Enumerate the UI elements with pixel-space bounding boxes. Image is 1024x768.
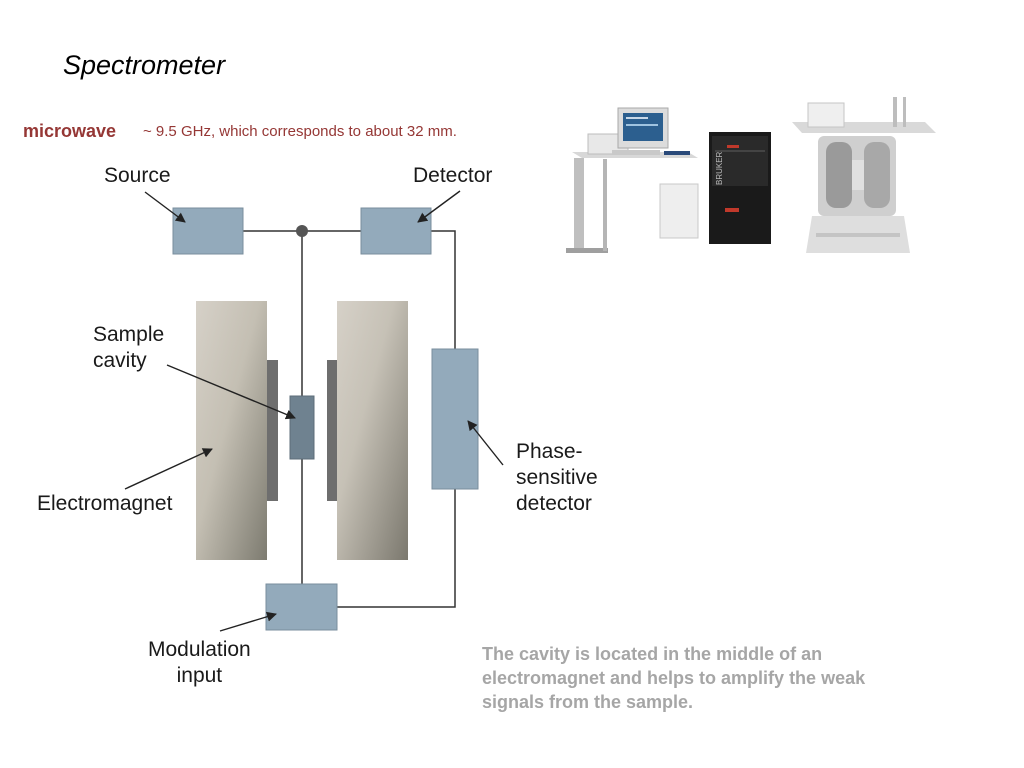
modulation-arrow — [219, 611, 277, 632]
cavity-note: The cavity is located in the middle of a… — [482, 644, 866, 712]
source-label: Source — [104, 164, 171, 187]
computer-desk-illustration — [566, 107, 699, 253]
modulation-input-box — [265, 583, 338, 631]
source-arrow — [144, 191, 186, 223]
sample-cavity-label: Sample cavity — [93, 322, 164, 374]
modulation-input-label: Modulation input — [148, 637, 251, 689]
sample-cavity-line-1: Sample — [93, 323, 165, 346]
source-box — [172, 207, 244, 255]
detector-arrow — [417, 190, 461, 223]
electromagnet-label: Electromagnet — [37, 492, 173, 515]
detector-box — [360, 207, 432, 255]
waveguide-junction — [296, 225, 308, 237]
electromagnet-left-face — [267, 360, 278, 501]
microwave-description: ~ 9.5 GHz, which corresponds to about 32… — [143, 123, 457, 140]
phase-label-line-3: detector — [516, 492, 592, 515]
spectrometer-photo: BRUKER — [566, 97, 936, 253]
modulation-label-line-2: input — [176, 664, 223, 687]
magnet-unit-illustration — [792, 97, 936, 253]
detector-label: Detector — [413, 164, 493, 187]
phase-sensitive-detector-label: Phase- sensitive detector — [516, 439, 598, 517]
sample-cavity-box — [289, 395, 315, 460]
phase-label-line-1: Phase- — [516, 440, 583, 463]
sample-cavity-arrow — [166, 364, 296, 420]
phase-sensitive-detector-box — [431, 348, 479, 490]
slide-title: Spectrometer — [63, 50, 226, 80]
console-cabinet-illustration: BRUKER — [709, 132, 771, 244]
phase-detector-arrow — [467, 420, 504, 466]
electromagnet-left-pole — [196, 301, 267, 560]
wiring — [243, 230, 456, 608]
electromagnet-arrow — [124, 448, 213, 490]
phase-label-line-2: sensitive — [516, 466, 598, 489]
electromagnet-right-face — [327, 360, 338, 501]
sample-cavity-line-2: cavity — [93, 349, 147, 372]
electromagnet-right-pole — [337, 301, 408, 560]
console-brand-text: BRUKER — [715, 151, 724, 185]
modulation-label-line-1: Modulation — [148, 638, 251, 661]
microwave-label: microwave — [23, 121, 117, 141]
